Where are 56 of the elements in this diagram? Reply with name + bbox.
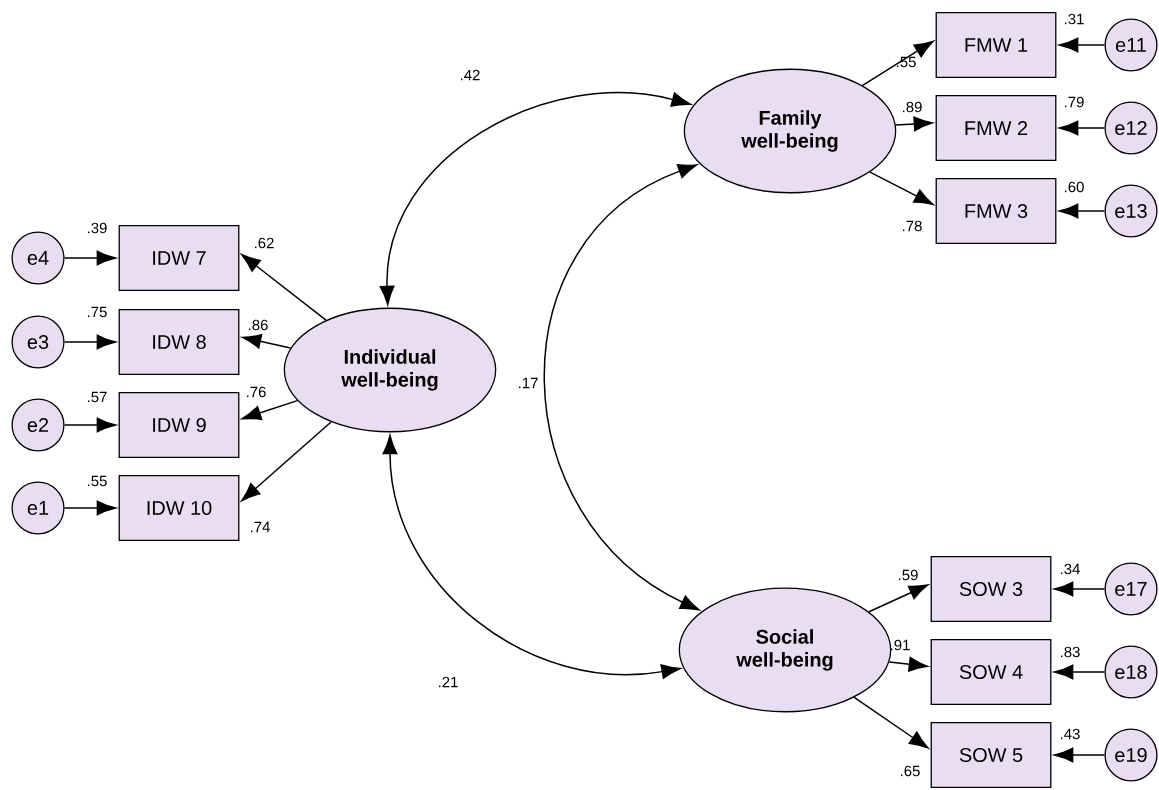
path-arrow: [63, 417, 117, 433]
covariance-arrow: [543, 164, 700, 611]
path-arrow: [241, 253, 327, 321]
value-label: .79: [1064, 96, 1084, 108]
path-arrow: [1058, 37, 1106, 53]
indicator-box: SOW 3: [930, 555, 1052, 622]
indicator-box: IDW 8: [118, 308, 240, 376]
edge-label: .59: [899, 569, 918, 581]
value-label: .57: [88, 391, 107, 403]
path-arrow: [1058, 203, 1106, 219]
path-arrow: [861, 40, 934, 87]
path-arrow: [1053, 664, 1106, 680]
indicator-box: SOW 4: [930, 638, 1052, 705]
value-label: .60: [1064, 181, 1084, 193]
value-label: .43: [1060, 728, 1080, 740]
edge-label: .65: [901, 765, 920, 777]
edge-label: .91: [891, 639, 910, 651]
path-arrow: [1053, 581, 1106, 597]
edge-label: .17: [519, 377, 538, 389]
indicator-box: IDW 10: [118, 474, 240, 542]
indicator-box: FMW 2: [935, 94, 1057, 162]
path-arrow: [241, 421, 332, 502]
value-label: .75: [88, 306, 107, 318]
edge-label: .86: [249, 319, 268, 331]
path-arrow: [241, 399, 299, 421]
path-arrow: [888, 656, 929, 672]
value-label: .55: [88, 475, 107, 487]
path-arrow: [63, 250, 117, 266]
indicator-box: IDW 7: [118, 224, 240, 292]
edge-label: .78: [903, 220, 922, 232]
indicator-box: IDW 9: [118, 391, 240, 459]
edge-label: .62: [255, 237, 274, 249]
covariance-arrow: [382, 434, 681, 679]
edge-label: .74: [251, 521, 270, 533]
edge-label: .21: [439, 676, 458, 688]
indicator-box: FMW 1: [935, 11, 1057, 79]
value-label: .31: [1064, 13, 1084, 25]
edge-label: .89: [903, 101, 922, 113]
edge-label: .76: [247, 386, 266, 398]
edge-label: .55: [897, 56, 916, 68]
path-arrow: [63, 334, 117, 350]
path-arrow: [895, 116, 934, 132]
path-arrow: [869, 171, 934, 205]
indicator-box: FMW 3: [935, 177, 1057, 245]
indicator-box: SOW 5: [930, 721, 1052, 788]
path-arrow: [853, 696, 929, 749]
path-arrow: [63, 500, 117, 516]
path-arrow: [1053, 747, 1106, 763]
path-arrow: [1058, 120, 1106, 136]
value-label: .39: [88, 222, 107, 234]
value-label: .83: [1060, 646, 1080, 658]
value-label: .34: [1060, 563, 1080, 575]
path-arrow: [868, 584, 929, 613]
edge-label: .42: [461, 69, 480, 81]
covariance-arrow: [379, 92, 691, 306]
path-arrow: [241, 334, 292, 349]
